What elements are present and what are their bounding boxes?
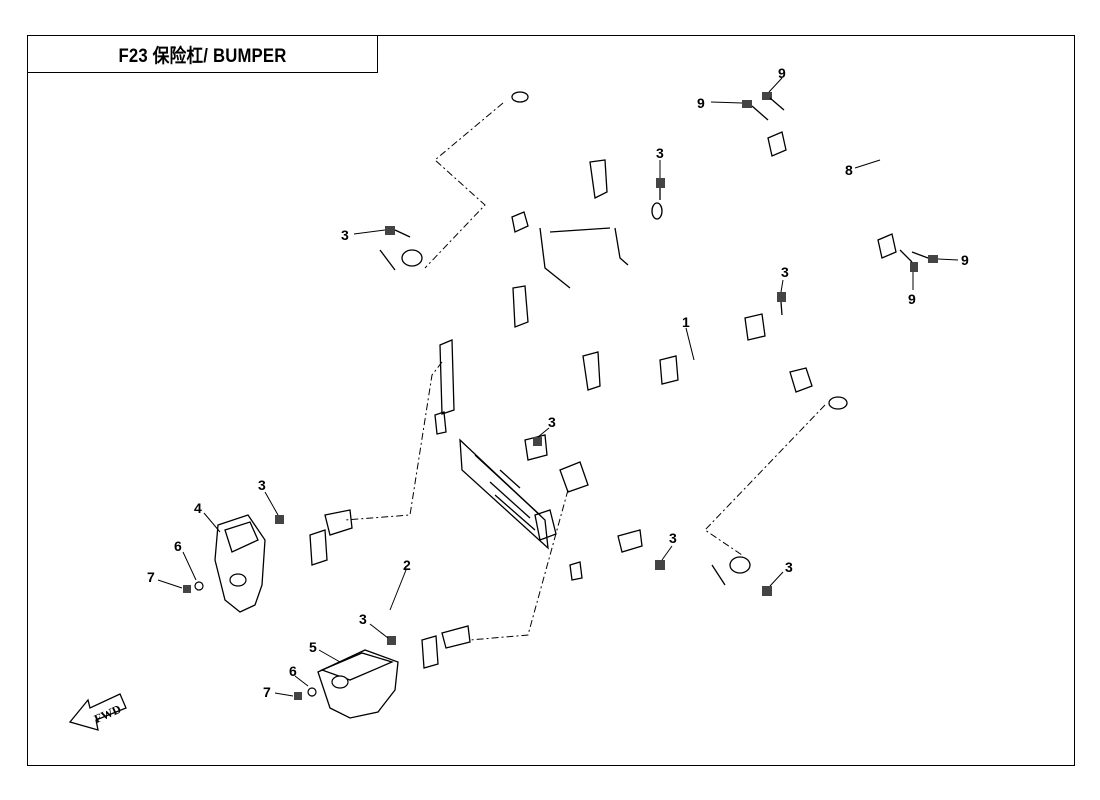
bolt-3 xyxy=(533,437,542,446)
callout-9: 9 xyxy=(908,291,916,307)
fasteners xyxy=(183,92,938,700)
callout-9: 9 xyxy=(778,65,786,81)
bolt-3 xyxy=(385,226,411,238)
bolt-9 xyxy=(911,251,938,263)
callout-7: 7 xyxy=(263,684,271,700)
callout-8: 8 xyxy=(845,162,853,178)
bolt-9 xyxy=(742,100,769,121)
callout-numbers: 1 2 3 3 3 3 3 3 3 3 4 5 6 6 7 7 8 9 9 9 … xyxy=(147,65,969,700)
bolt-3 xyxy=(656,178,665,200)
callout-5: 5 xyxy=(309,639,317,655)
assembly-lines xyxy=(344,102,826,641)
washer-6 xyxy=(307,687,317,697)
callout-3: 3 xyxy=(548,414,556,430)
callout-3: 3 xyxy=(258,477,266,493)
bolt-3 xyxy=(387,636,396,645)
rear-bar-part-8 xyxy=(767,112,926,259)
callout-3: 3 xyxy=(656,145,664,161)
callout-6: 6 xyxy=(289,663,297,679)
bolt-3 xyxy=(275,515,284,524)
bolt-3 xyxy=(762,586,772,596)
leader-lines xyxy=(157,77,959,697)
screw-7 xyxy=(183,585,191,593)
washer-6 xyxy=(194,581,204,591)
callout-3: 3 xyxy=(781,264,789,280)
callout-4: 4 xyxy=(194,500,202,516)
bolt-3 xyxy=(777,292,786,316)
callout-3: 3 xyxy=(785,559,793,575)
callout-1: 1 xyxy=(682,314,690,330)
screw-7 xyxy=(294,692,302,700)
callout-7: 7 xyxy=(147,569,155,585)
forward-direction-arrow: FWD xyxy=(68,693,127,731)
callout-3: 3 xyxy=(669,530,677,546)
drawing-border xyxy=(27,35,1075,766)
page-title: F23 保险杠/ BUMPER xyxy=(118,45,287,67)
callout-3: 3 xyxy=(359,611,367,627)
callout-9: 9 xyxy=(961,252,969,268)
front-bumper-part-2 xyxy=(277,249,751,669)
callout-6: 6 xyxy=(174,538,182,554)
callout-2: 2 xyxy=(403,557,411,573)
front-frame-part-1 xyxy=(434,91,848,581)
callout-9: 9 xyxy=(697,95,705,111)
left-guard-part-4 xyxy=(214,514,266,613)
bolt-9 xyxy=(762,92,785,111)
right-guard-part-5 xyxy=(317,649,399,719)
bolt-9 xyxy=(899,249,918,272)
bolt-3 xyxy=(655,560,665,570)
callout-3: 3 xyxy=(341,227,349,243)
title-box: F23 保险杠/ BUMPER xyxy=(27,35,378,73)
